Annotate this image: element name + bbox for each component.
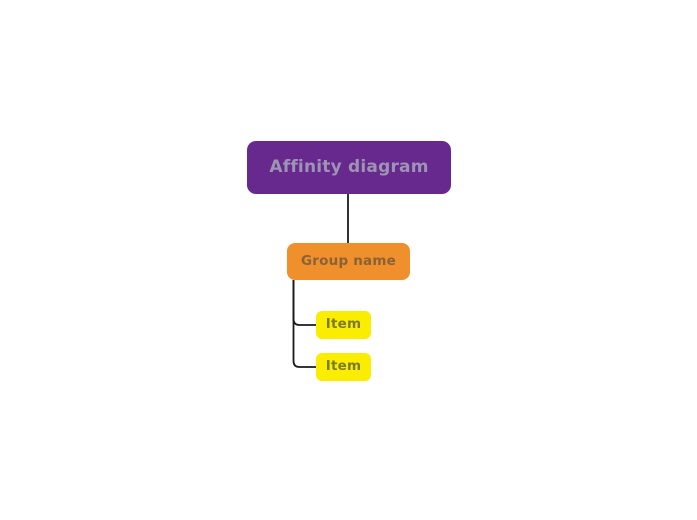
node-item-label: Item (325, 316, 362, 333)
connector-group-to-item-1 (292, 280, 316, 368)
node-root-affinity-diagram[interactable]: Affinity diagram (247, 141, 451, 194)
node-group-label: Group name (301, 252, 396, 269)
node-item-label: Item (325, 358, 362, 375)
node-group-name[interactable]: Group name (287, 243, 410, 280)
node-item[interactable]: Item (316, 311, 371, 339)
node-root-label: Affinity diagram (269, 157, 429, 177)
connector-group-to-item-0 (292, 280, 316, 326)
node-item[interactable]: Item (316, 353, 371, 381)
